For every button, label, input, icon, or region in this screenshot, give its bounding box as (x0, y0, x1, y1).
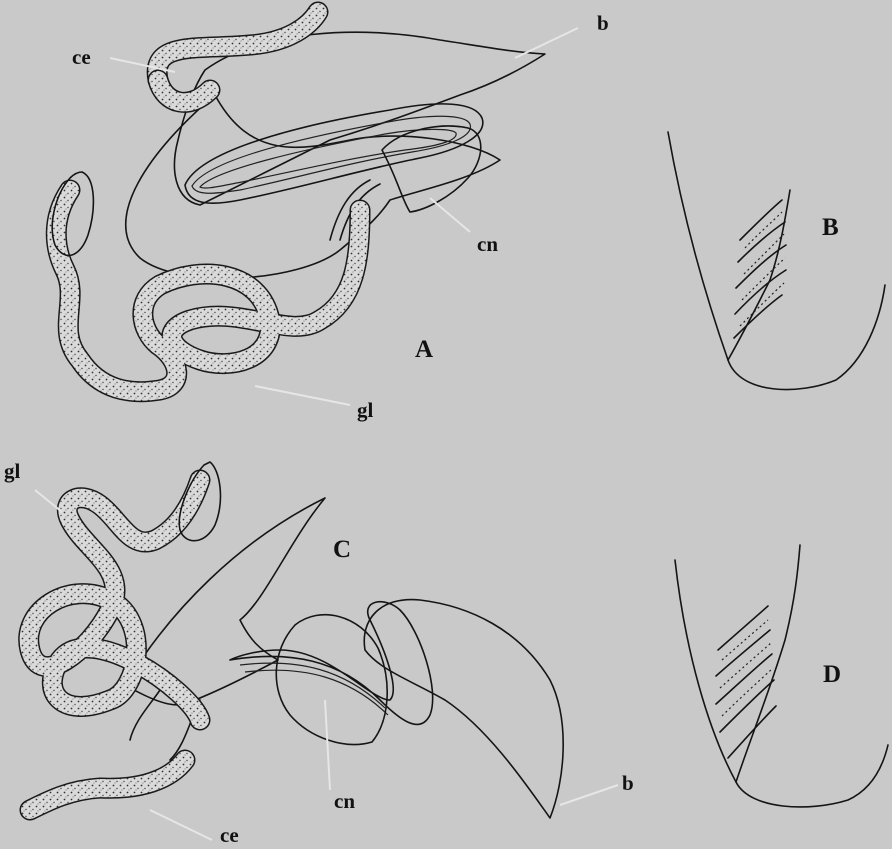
panel-c-gl-label: gl (4, 459, 21, 483)
panel-c-cn-label: cn (334, 789, 355, 813)
panel-a-duct-loop (185, 104, 483, 203)
panel-a-b-label: b (597, 11, 609, 35)
panel-c-label: C (333, 536, 351, 563)
panel-d-outline (675, 560, 888, 807)
panel-c-drawing (29, 462, 618, 840)
panel-a-ce-label: ce (72, 45, 91, 69)
panel-a-gl-label: gl (357, 398, 374, 422)
panel-c-b-label: b (622, 771, 634, 795)
panel-d-drawing (675, 545, 888, 807)
panel-c-ce-label: ce (220, 823, 239, 847)
panel-c-main-lobe (364, 600, 563, 818)
panel-b-ridges (734, 200, 786, 338)
panel-a-drawing (52, 12, 578, 405)
panel-b-label: B (822, 214, 839, 241)
panel-a-label: A (415, 336, 433, 363)
panel-b-drawing (668, 132, 885, 390)
panel-d-label: D (823, 661, 841, 688)
panel-d-ridges (716, 606, 776, 758)
panel-a-cn-label: cn (477, 232, 498, 256)
